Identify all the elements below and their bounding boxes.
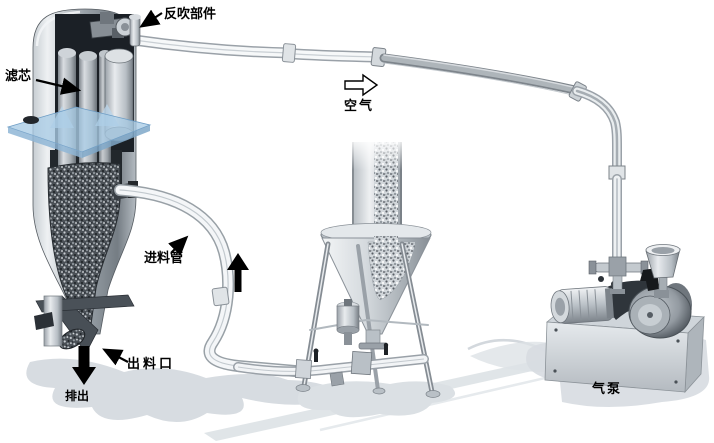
plate-knob [23, 116, 39, 124]
label-discharge-outlet: 出料口 [127, 357, 176, 372]
filter-callout-arrow [35, 77, 82, 95]
outlet-callout-arrow [102, 348, 129, 366]
blowback-callout-arrow [139, 9, 163, 28]
feed-pipe [114, 184, 312, 378]
down-flow-arrow [72, 346, 96, 385]
hopper [233, 136, 441, 398]
feed-pipe-callout-arrow [168, 235, 189, 256]
support-bracket [34, 294, 135, 347]
pipe-coupling [211, 286, 230, 307]
blowback-assembly [89, 12, 141, 47]
receiver-shadow [26, 358, 346, 423]
muffler-cup [640, 244, 681, 298]
mount-plate [6, 104, 152, 158]
pipe-cross-fitting [588, 256, 649, 294]
flow-arrows [72, 73, 379, 385]
label-filter-cartridge: 滤芯 [5, 69, 32, 84]
hopper-riser-pipe [348, 136, 406, 236]
label-blowback-component: 反吹部件 [164, 7, 217, 22]
blower-body [628, 283, 692, 339]
label-air: 空气 [344, 99, 375, 114]
label-discharge: 排出 [65, 389, 90, 403]
up-flow-arrow [227, 253, 249, 292]
air-pump [544, 244, 705, 394]
label-feed-pipe: 进料管 [144, 251, 184, 266]
air-flow-arrow [344, 73, 379, 97]
vacuum-receiver [6, 8, 152, 354]
hopper-shadow [297, 381, 456, 418]
hopper-valve-train [233, 299, 429, 387]
air-return-pipe [128, 34, 626, 268]
pump-motor [550, 286, 614, 324]
tripod-stand [295, 241, 441, 398]
label-air-pump: 气泵 [592, 382, 623, 397]
receiver-material [47, 162, 121, 346]
callout-arrows [35, 9, 189, 366]
